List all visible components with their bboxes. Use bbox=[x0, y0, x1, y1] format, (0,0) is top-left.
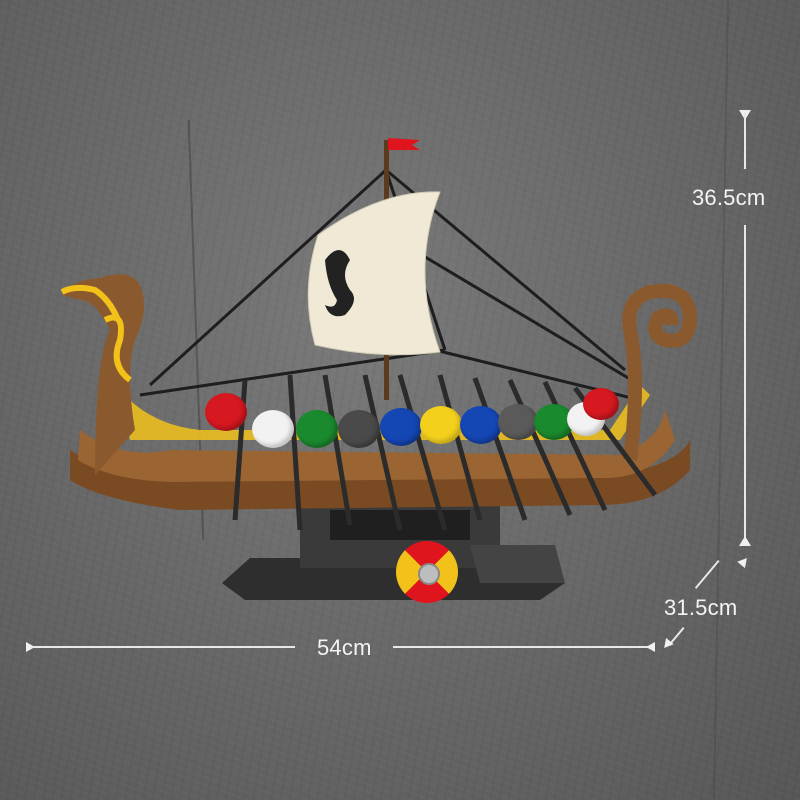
depth-label: 31.5cm bbox=[664, 595, 738, 620]
height-arrow-bottom-icon bbox=[739, 536, 751, 546]
height-label: 36.5cm bbox=[692, 185, 766, 210]
shield bbox=[420, 406, 462, 444]
width-line-right bbox=[393, 646, 651, 648]
shield bbox=[338, 410, 380, 448]
height-line-bottom bbox=[744, 225, 746, 540]
flag bbox=[388, 138, 420, 150]
width-arrow-right-icon bbox=[646, 642, 655, 652]
width-label: 54cm bbox=[317, 635, 372, 660]
hull bbox=[60, 274, 698, 510]
shield bbox=[498, 404, 538, 440]
shield bbox=[380, 408, 422, 446]
width-line-left bbox=[30, 646, 295, 648]
shield bbox=[252, 410, 294, 448]
display-stand bbox=[222, 498, 565, 600]
height-line-top bbox=[744, 112, 746, 169]
shield bbox=[205, 393, 247, 431]
stand-shield-boss bbox=[418, 563, 440, 585]
shield bbox=[296, 410, 338, 448]
shield bbox=[583, 388, 619, 420]
shield bbox=[460, 406, 502, 444]
sail-emblem bbox=[325, 250, 354, 317]
